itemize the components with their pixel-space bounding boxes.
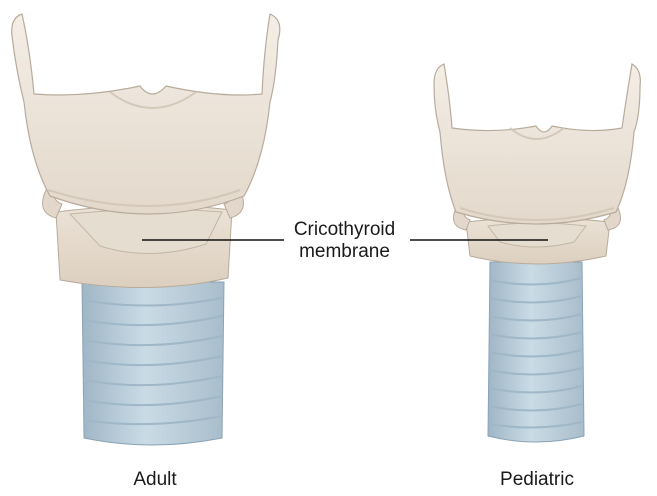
pediatric-trachea — [488, 262, 584, 442]
cricothyroid-membrane-label: Cricothyroid membrane — [262, 219, 427, 263]
callout-line-2: membrane — [262, 241, 427, 263]
adult-larynx — [12, 14, 280, 445]
pediatric-thyroid-cartilage — [434, 64, 640, 224]
adult-caption: Adult — [100, 469, 210, 491]
pediatric-caption: Pediatric — [472, 469, 602, 491]
callout-line-1: Cricothyroid — [262, 219, 427, 241]
adult-thyroid-cartilage — [12, 14, 280, 214]
adult-trachea — [82, 282, 224, 445]
pediatric-larynx — [434, 64, 640, 442]
